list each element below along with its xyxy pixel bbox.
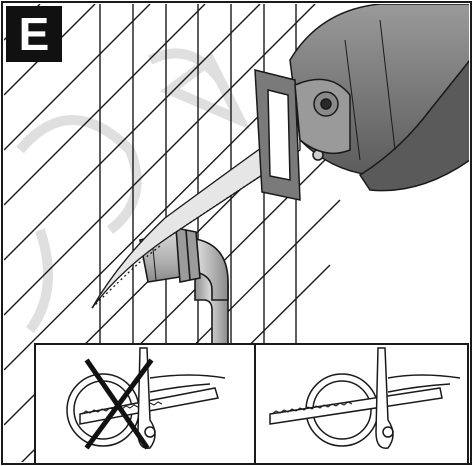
reciprocating-saw — [254, 4, 469, 201]
inset-correct — [269, 347, 461, 449]
step-badge: E — [6, 6, 62, 62]
pipe — [139, 227, 229, 346]
x-mark-icon — [84, 358, 154, 450]
inset-incorrect — [66, 347, 226, 450]
watermark — [16, 48, 251, 333]
